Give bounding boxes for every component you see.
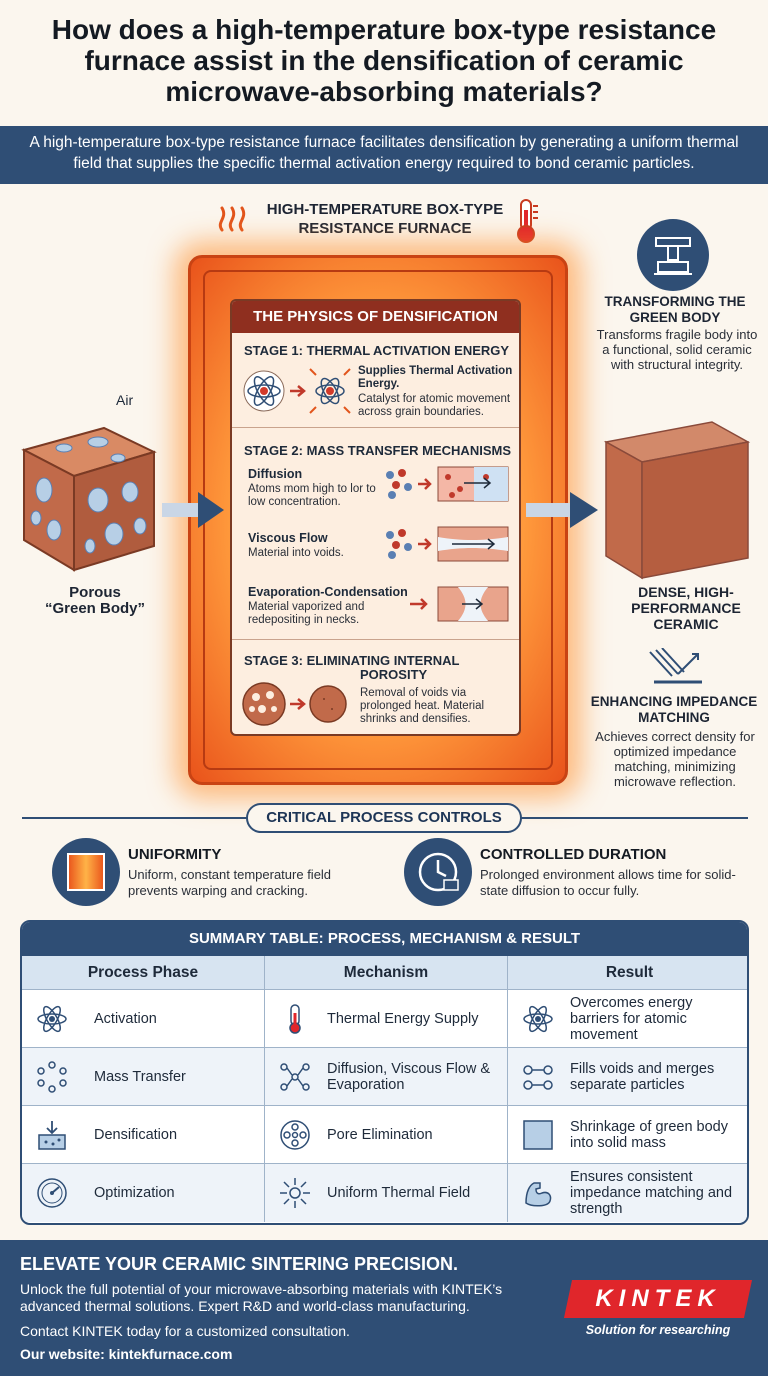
footer-contact: Contact KINTEK today for a customized co…: [20, 1323, 350, 1339]
duration-badge: [404, 838, 472, 906]
footer-heading: ELEVATE YOUR CERAMIC SINTERING PRECISION…: [20, 1254, 459, 1274]
phase-cell: Activation: [94, 1011, 157, 1027]
mechanism-text: Material into voids.: [248, 547, 344, 559]
physics-panel: THE PHYSICS OF DENSIFICATION STAGE 1: TH…: [230, 299, 521, 736]
impedance-text: Achieves correct density for optimized i…: [595, 729, 755, 789]
duration-text: Prolonged environment allows time for so…: [480, 867, 736, 898]
result-cell: Overcomes energy barriers for atomic mov…: [570, 995, 693, 1043]
table-header: Mechanism: [265, 956, 508, 990]
stage1-text: Catalyst for atomic movement across grai…: [358, 393, 511, 418]
result-cell: Ensures consistent impedance matching an…: [570, 1169, 733, 1217]
viscous-flow-icon: [386, 526, 509, 562]
radiating-field-icon: [280, 1178, 310, 1208]
table-header: Result: [508, 956, 747, 990]
strength-arm-icon: [525, 1182, 552, 1207]
footer-website-link[interactable]: Our website: kintekfurnace.com: [20, 1346, 233, 1362]
arrow-in-icon: [162, 492, 224, 528]
kintek-tagline: Solution for researching: [585, 1323, 731, 1337]
transform-text: Transforms fragile body into a functiona…: [596, 327, 758, 372]
stage3-title: STAGE 3: ELIMINATING INTERNAL: [244, 653, 460, 668]
page-title: How does a high-temperature box-type res…: [51, 14, 717, 107]
footer-banner: ELEVATE YOUR CERAMIC SINTERING PRECISION…: [0, 1240, 768, 1376]
diffusion-icon: [386, 466, 509, 502]
impedance-heading: ENHANCING IMPEDANCE MATCHING: [590, 694, 758, 725]
air-label: Air: [116, 392, 134, 408]
heat-waves-icon: [218, 206, 246, 232]
porous-green-body-icon: [21, 426, 157, 572]
mechanism-cell: Uniform Thermal Field: [327, 1185, 471, 1201]
phase-cell: Densification: [94, 1127, 178, 1143]
heat-field-icon: [67, 853, 105, 891]
phase-cell: Optimization: [94, 1185, 175, 1201]
uniformity-heading: UNIFORMITY: [128, 846, 222, 863]
particle-ring-icon: [37, 1061, 67, 1093]
transform-heading: TRANSFORMING THE GREEN BODY: [604, 294, 746, 325]
evaporation-condensation-icon: [410, 586, 509, 622]
kintek-logo: KINTEK: [595, 1285, 721, 1312]
stage3-title-line2: POROSITY: [360, 667, 428, 682]
network-nodes-icon: [280, 1063, 310, 1091]
green-body-caption-line2: “Green Body”: [44, 600, 146, 617]
arrow-out-icon: [526, 492, 598, 528]
compress-down-icon: [38, 1121, 66, 1150]
gauge-icon: [37, 1178, 67, 1208]
mechanism-cell: Pore Elimination: [327, 1127, 433, 1143]
mechanism-text: Atoms mom high to lor to low concentrati…: [248, 483, 376, 508]
dense-ceramic-cube-icon: [603, 421, 751, 580]
physics-title: THE PHYSICS OF DENSIFICATION: [232, 301, 519, 333]
clock-icon: [418, 852, 459, 892]
stage1-title: STAGE 1: THERMAL ACTIVATION ENERGY: [244, 343, 510, 358]
table-header: Process Phase: [22, 956, 265, 990]
microwave-reflection-icon: [649, 648, 702, 684]
atom-icon: [523, 1005, 553, 1033]
result-cell: Shrinkage of green body into solid mass: [570, 1119, 728, 1151]
mechanism-name: Evaporation-Condensation: [248, 585, 408, 599]
result-cell: Fills voids and merges separate particle…: [570, 1061, 715, 1093]
stage1-bold: Supplies Thermal Activation Energy.: [358, 365, 513, 390]
phase-cell: Mass Transfer: [94, 1069, 186, 1085]
stage-divider: [232, 639, 519, 640]
pore-icon: [280, 1120, 310, 1150]
summary-table: SUMMARY TABLE: PROCESS, MECHANISM & RESU…: [20, 920, 749, 1225]
stage-divider: [232, 427, 519, 428]
furnace-heading: HIGH-TEMPERATURE BOX-TYPE RESISTANCE FUR…: [266, 201, 504, 237]
duration-heading: CONTROLLED DURATION: [480, 846, 667, 863]
table-row: Mass Transfer Diffusion, Viscous Flow & …: [22, 1048, 747, 1106]
footer-text: Unlock the full potential of your microw…: [20, 1281, 503, 1314]
mechanism-name: Viscous Flow: [248, 531, 328, 545]
thermometer-icon: [289, 1004, 301, 1034]
dense-ceramic-heading: DENSE, HIGH-PERFORMANCE CERAMIC: [631, 584, 741, 632]
table-row: Activation Thermal Energy Supply Overcom…: [22, 990, 747, 1048]
merge-particles-icon: [523, 1065, 553, 1090]
pore-elimination-icon: [242, 682, 347, 726]
atom-activation-icon: [243, 368, 351, 414]
mechanism-cell: Thermal Energy Supply: [327, 1011, 479, 1027]
mechanism-name: Diffusion: [248, 467, 303, 481]
controls-title: CRITICAL PROCESS CONTROLS: [246, 803, 522, 833]
uniformity-text: Uniform, constant temperature field prev…: [128, 867, 332, 898]
table-title: SUMMARY TABLE: PROCESS, MECHANISM & RESU…: [22, 922, 747, 956]
table-row: Optimization Uniform Thermal Field Ensur…: [22, 1164, 747, 1222]
mechanism-cell: Diffusion, Viscous Flow & Evaporation: [327, 1061, 491, 1093]
intro-banner: A high-temperature box-type resistance f…: [0, 126, 768, 184]
green-body-caption: Porous “Green Body”: [20, 585, 170, 617]
uniformity-badge: [52, 838, 120, 906]
thermometer-icon: [517, 199, 538, 243]
stage2-title: STAGE 2: MASS TRANSFER MECHANISMS: [244, 443, 511, 458]
atom-icon: [37, 1005, 67, 1033]
transform-press-icon: [637, 219, 709, 291]
green-body-caption-line1: Porous: [69, 584, 121, 601]
table-row: Densification Pore Elimination Shrinkage…: [22, 1106, 747, 1164]
mechanism-text: Material vaporized and redepositing in n…: [248, 601, 365, 626]
stage3-text: Removal of voids via prolonged heat. Mat…: [360, 687, 485, 725]
solid-block-icon: [523, 1120, 553, 1150]
